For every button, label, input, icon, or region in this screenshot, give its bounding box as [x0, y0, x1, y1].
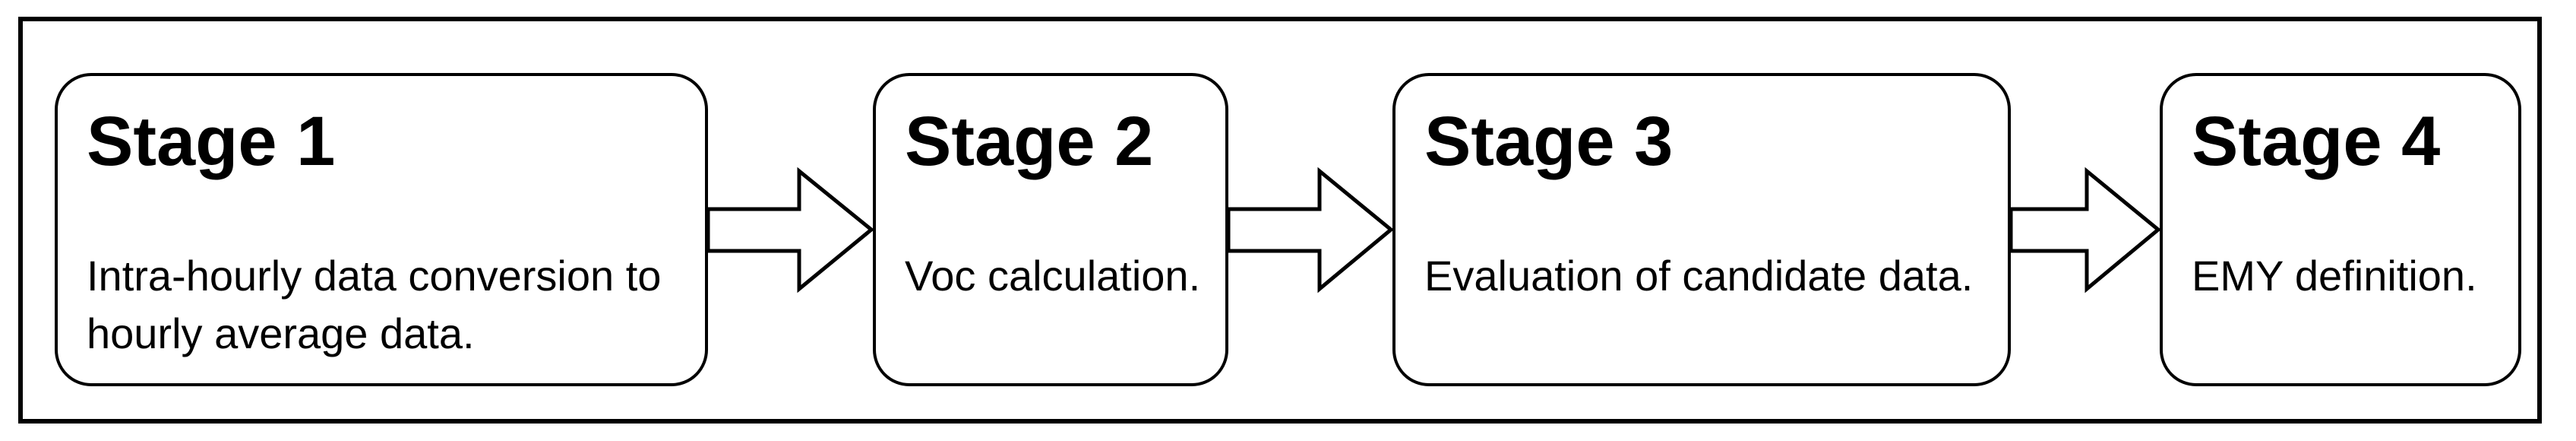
stage-3-title: Stage 3	[1424, 103, 1674, 180]
stage-2-box: Stage 2 Voc calculation.	[873, 73, 1228, 386]
stage-2-description: Voc calculation.	[905, 252, 1201, 300]
stage-2-title: Stage 2	[905, 103, 1154, 180]
stage-3-box: Stage 3 Evaluation of candidate data.	[1392, 73, 2011, 386]
stage-4-description: EMY definition.	[2192, 252, 2477, 300]
stage-1-title: Stage 1	[87, 103, 336, 180]
stage-4-box: Stage 4 EMY definition.	[2160, 73, 2521, 386]
arrow-stage3-to-stage4	[2009, 167, 2161, 293]
arrow-stage2-to-stage3	[1226, 167, 1394, 293]
arrow-stage1-to-stage2	[706, 167, 874, 293]
stage-3-description: Evaluation of candidate data.	[1424, 252, 1974, 300]
stage-1-description: Intra-hourly data conversion to hourly a…	[87, 252, 662, 357]
stage-4-title: Stage 4	[2192, 103, 2441, 180]
stage-1-box: Stage 1 Intra-hourly data conversion to …	[55, 73, 708, 386]
